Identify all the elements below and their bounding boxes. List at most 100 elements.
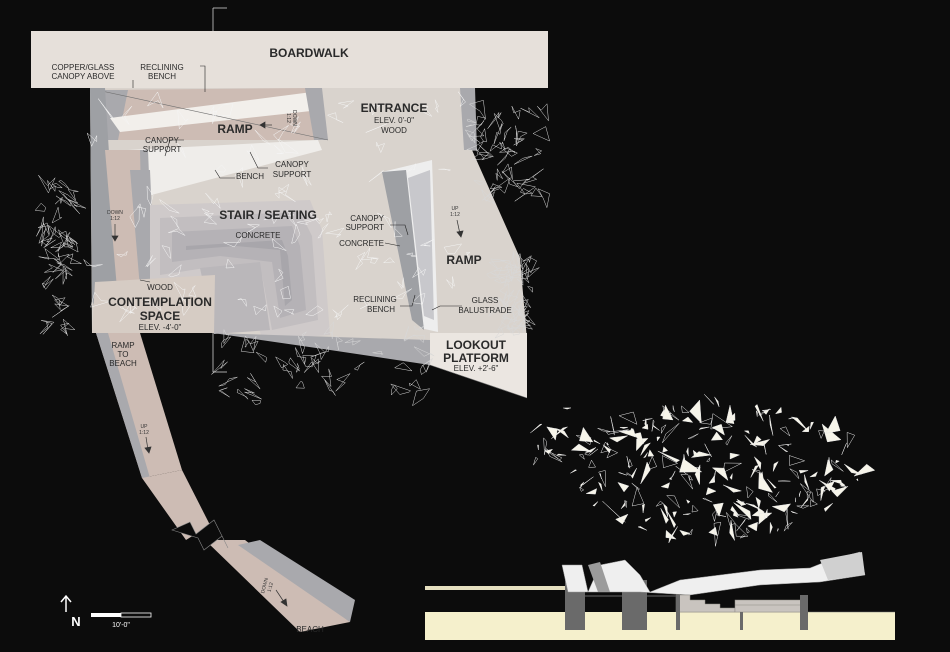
label-ramp-to-beach-2: TO <box>118 350 129 359</box>
label-contemplation-1: CONTEMPLATION <box>108 295 212 309</box>
tree-leaf <box>704 394 714 404</box>
tree-leaf <box>799 470 808 473</box>
label-lookout-elev: ELEV. +2'-6" <box>454 364 499 373</box>
tree-leaf <box>593 502 598 507</box>
tree-leaf <box>797 506 809 509</box>
tree-leaf <box>580 487 584 491</box>
tree-leaf <box>730 453 739 459</box>
vegetation-stroke <box>237 389 248 399</box>
vegetation-stroke <box>476 116 485 125</box>
tree-leaf <box>632 483 640 490</box>
vegetation-stroke <box>504 127 511 141</box>
tree-leaf <box>756 411 757 417</box>
vegetation-stroke <box>40 322 49 334</box>
vegetation-stroke <box>219 388 230 397</box>
tree-leaf <box>571 444 590 451</box>
tree-leaf <box>579 427 593 442</box>
tree-leaf <box>657 437 660 441</box>
tree-leaf <box>570 470 576 474</box>
tree-leaf <box>747 487 754 498</box>
vegetation-stroke <box>523 169 544 184</box>
tree-leaf <box>772 504 790 512</box>
label-reclining-bench-low-1: RECLINING <box>353 295 397 304</box>
tree-leaf <box>687 448 689 456</box>
tree-leaf <box>847 432 855 447</box>
vegetation-stroke <box>296 381 304 388</box>
tree-leaf <box>661 425 666 434</box>
label-canopy-support-left-1: CANOPY <box>145 136 179 145</box>
tree-leaf <box>680 459 702 472</box>
label-canopy-support-mid-2: SUPPORT <box>273 170 312 179</box>
tree-leaf <box>709 527 718 535</box>
vegetation-stroke <box>490 143 502 151</box>
tree-leaf <box>641 462 651 484</box>
vegetation-stroke <box>538 189 550 208</box>
tree-leaf <box>821 486 825 501</box>
tree-leaf <box>778 444 791 446</box>
vegetation-stroke <box>68 190 78 201</box>
tree-leaf <box>662 423 679 443</box>
scale-label: 10'-0" <box>112 622 130 629</box>
label-concrete-stair: CONCRETE <box>236 231 281 240</box>
tree-leaf <box>776 407 782 414</box>
label-entrance-material: WOOD <box>381 126 407 135</box>
tree-leaf <box>810 500 817 507</box>
tree-leaf <box>788 445 789 446</box>
tree-leaf <box>836 460 840 463</box>
vegetation-stroke <box>59 191 78 204</box>
tree-leaf <box>690 475 693 480</box>
tree-leaf <box>533 457 537 465</box>
tree-leaf <box>610 436 628 442</box>
label-glass-balustrade-1: GLASS <box>472 296 499 305</box>
tree-leaf <box>643 419 653 421</box>
tree-leaf <box>687 500 690 504</box>
tree-leaf <box>713 503 723 516</box>
tree-leaf <box>723 463 741 472</box>
label-ramp-to-beach-3: BEACH <box>109 359 137 368</box>
vegetation-stroke <box>222 337 231 348</box>
vegetation-stroke <box>528 286 533 292</box>
tree-leaf <box>826 416 840 433</box>
vegetation-stroke <box>409 380 420 390</box>
tree-leaf <box>810 472 818 477</box>
vegetation-stroke <box>391 385 397 395</box>
tree-leaf <box>667 496 680 508</box>
tree-leaf <box>706 488 716 495</box>
tree-leaf <box>777 529 779 532</box>
tree-leaf <box>776 492 780 497</box>
label-ramp-upper: RAMP <box>217 122 252 136</box>
vegetation-stroke <box>52 295 61 305</box>
label-reclining-bench-top-2: BENCH <box>148 72 176 81</box>
label-canopy-support-left-2: SUPPORT <box>143 145 182 154</box>
vegetation-stroke <box>491 178 510 193</box>
tree-leaf <box>854 464 875 476</box>
tree-leaf <box>778 481 790 482</box>
vegetation-stroke <box>499 147 515 153</box>
vegetation-stroke <box>276 357 288 368</box>
vegetation-stroke <box>38 175 55 193</box>
tree-leaf <box>658 451 680 462</box>
tree-leaf <box>688 434 698 439</box>
tree-leaf <box>661 483 669 489</box>
tree-leaf <box>819 431 825 439</box>
tree-leaf <box>730 520 735 540</box>
scale-bar: 10'-0" <box>91 613 151 629</box>
tree-leaf <box>611 416 615 435</box>
label-ramp-upper-dir-2: 1:12 <box>285 113 291 123</box>
vegetation-stroke <box>325 380 336 396</box>
tree-leaf <box>681 474 693 489</box>
tree-leaf <box>768 493 777 502</box>
tree-leaf <box>784 522 792 531</box>
north-arrow: N <box>61 596 81 629</box>
tree-leaf <box>745 431 750 434</box>
section-sand <box>425 612 895 640</box>
tree-leaf <box>692 505 698 512</box>
vegetation-stroke <box>537 104 548 121</box>
label-ramp-right: RAMP <box>446 253 481 267</box>
label-boardwalk: BOARDWALK <box>269 46 349 60</box>
tree-leaf <box>735 524 748 537</box>
tree-leaf <box>712 424 724 435</box>
tree-leaf <box>656 501 663 506</box>
vegetation-stroke <box>247 373 260 389</box>
tree-leaf <box>844 464 861 474</box>
